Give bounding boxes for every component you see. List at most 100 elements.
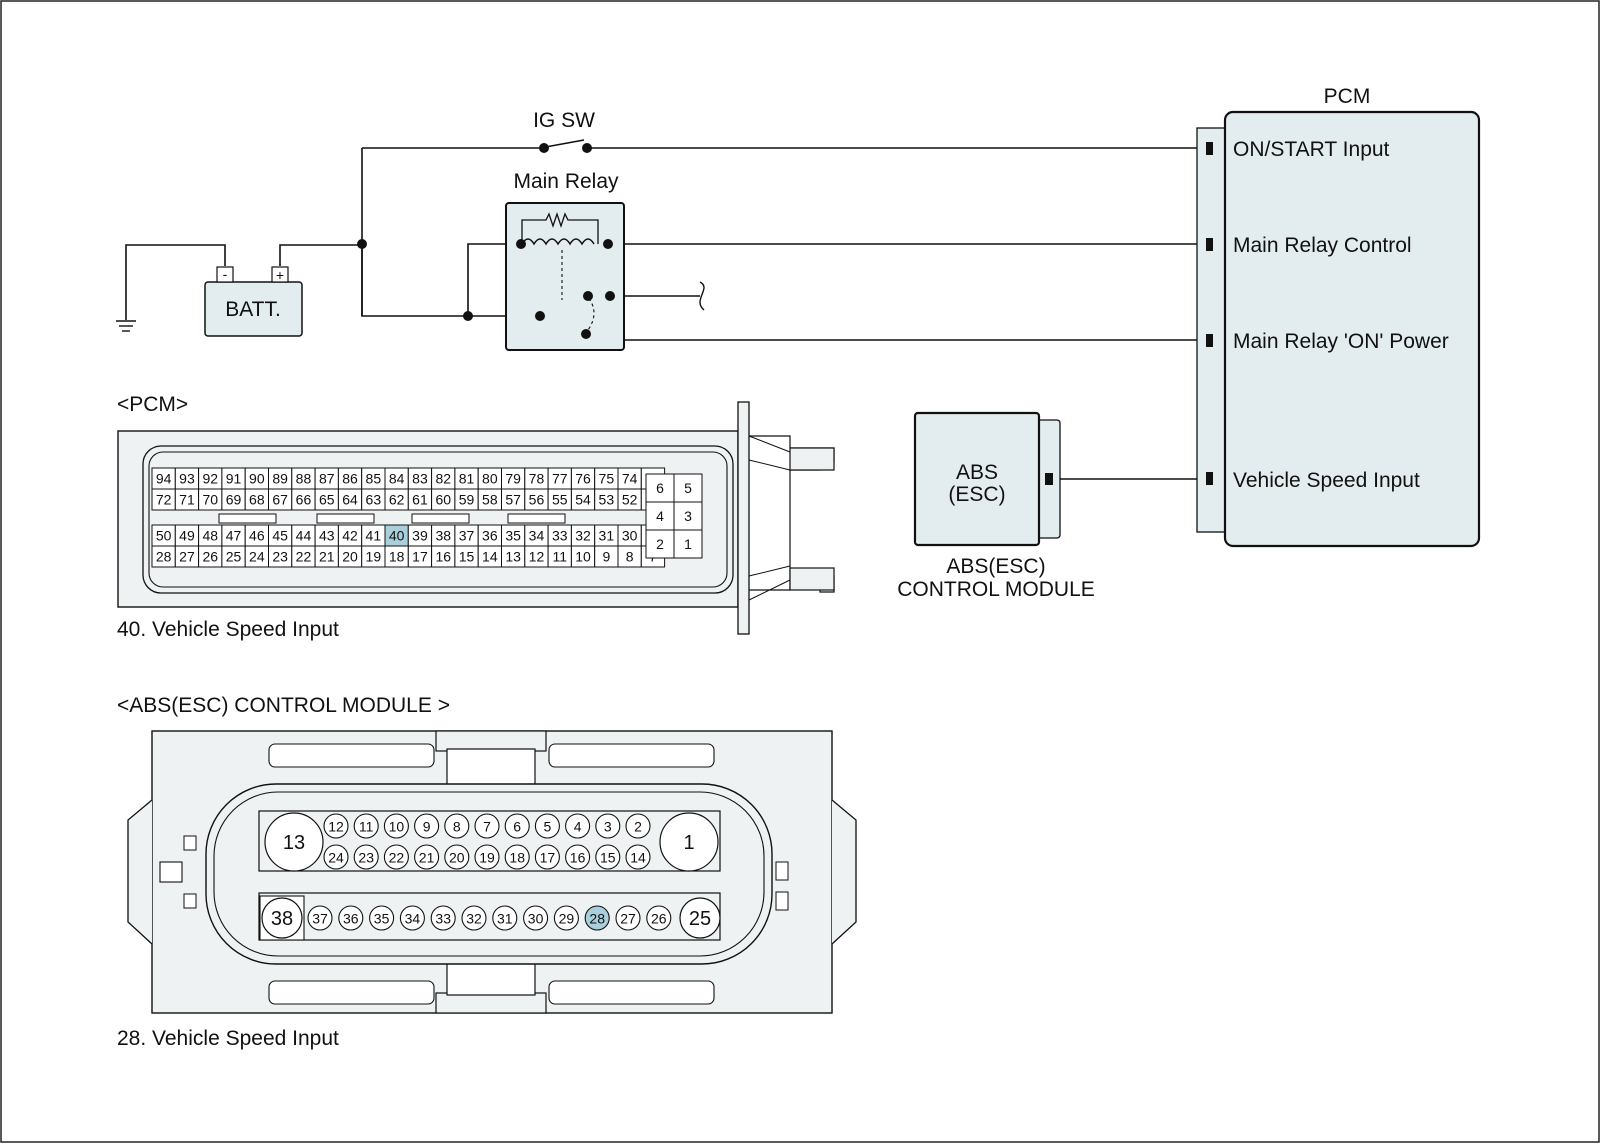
- pcm-pin-label: 56: [529, 492, 545, 508]
- pcm-pin-label: 34: [529, 528, 545, 544]
- abs-pin: [595, 813, 621, 839]
- pcm-pin-label: 39: [412, 528, 428, 544]
- pcm-pin-label: 57: [505, 492, 521, 508]
- junction-dots: [357, 143, 615, 339]
- abs-pin: [353, 813, 379, 839]
- pcm-pin-label: 22: [296, 549, 312, 565]
- pcm-pin-label: 50: [156, 528, 172, 544]
- pcm-pin-label: 76: [575, 471, 591, 487]
- abs-pin-label: 15: [600, 850, 616, 866]
- pcm-pin-label: 60: [435, 492, 451, 508]
- pcm-pin-label: 64: [342, 492, 358, 508]
- abs-pin-label: 8: [453, 819, 461, 835]
- abs-pin: [474, 813, 500, 839]
- pcm-pin-label: 93: [179, 471, 195, 487]
- abs-pin: [323, 813, 349, 839]
- pcm-pin-label: 16: [435, 549, 451, 565]
- abs-pin: [383, 844, 409, 870]
- abs-pin-big: [679, 897, 721, 939]
- pcm-aux-pin-cell: [673, 501, 703, 531]
- abs-pin: [430, 905, 456, 931]
- abs-pin-big-label: 38: [271, 908, 293, 930]
- battery-plus-label: +: [276, 267, 284, 283]
- abs-pin: [534, 844, 560, 870]
- ig-sw-label: IG SW: [533, 109, 595, 132]
- pcm-pin-label: 13: [505, 549, 521, 565]
- abs-pin-big-label: 25: [689, 908, 711, 930]
- pcm-pin-label: 89: [272, 471, 288, 487]
- pcm-pin-label: 68: [249, 492, 265, 508]
- pcm-pin-label: 58: [482, 492, 498, 508]
- pcm-pin-label: 47: [226, 528, 242, 544]
- abs-pin: [504, 844, 530, 870]
- pcm-pin-label: 48: [202, 528, 218, 544]
- abs-pin: [444, 844, 470, 870]
- battery: [204, 266, 303, 337]
- pcm-pin-label: 74: [622, 471, 638, 487]
- abs-module: [913, 411, 1061, 547]
- abs-pin-big-label: 13: [283, 832, 305, 854]
- abs-pin-label: 23: [358, 850, 374, 866]
- pcm-pin-label: 25: [226, 549, 242, 565]
- abs-pin: [338, 905, 364, 931]
- abs-pin-label: 35: [374, 911, 390, 927]
- pcm-aux-pin-label: 5: [684, 480, 692, 496]
- abs-pin: [414, 844, 440, 870]
- abs-pin: [534, 813, 560, 839]
- abs-pin-big-label: 1: [683, 832, 694, 854]
- abs-pin-label: 37: [312, 911, 328, 927]
- pcm-pin-label: 94: [156, 471, 172, 487]
- abs-pin-big: [264, 812, 324, 872]
- abs-caption-line2: CONTROL MODULE: [897, 578, 1095, 601]
- abs-pin-label: 2: [634, 819, 642, 835]
- abs-pin: [504, 813, 530, 839]
- pcm-pin-label: 18: [389, 549, 405, 565]
- wire-end-squiggle: [699, 281, 705, 311]
- pcm-pin-label: 15: [459, 549, 475, 565]
- pcm-pin-label: 37: [459, 528, 475, 544]
- abs-pin: [307, 905, 333, 931]
- pcm-pin-label: 27: [179, 549, 195, 565]
- pcm-pin-label: 75: [599, 471, 615, 487]
- abs-pin: [553, 905, 579, 931]
- pcm-pin-label: 12: [529, 549, 545, 565]
- pcm-pin-label: 43: [319, 528, 335, 544]
- pcm-connector-caption: 40. Vehicle Speed Input: [117, 618, 339, 641]
- abs-pin-big: [261, 897, 303, 939]
- abs-pin-label: 20: [449, 850, 465, 866]
- pcm-pin-label: 21: [319, 549, 335, 565]
- pcm-pin-label: 62: [389, 492, 405, 508]
- pcm-pin-label: 88: [296, 471, 312, 487]
- abs-pin-label: 24: [328, 850, 344, 866]
- pcm-pin-label: 71: [179, 492, 195, 508]
- pcm-pin-label: 66: [296, 492, 312, 508]
- abs-pin: [474, 844, 500, 870]
- pcm-pin-label: 38: [435, 528, 451, 544]
- abs-caption-line1: ABS(ESC): [946, 555, 1045, 578]
- pcm-input-on-start: ON/START Input: [1233, 138, 1390, 161]
- abs-pin-label: 5: [544, 819, 552, 835]
- main-relay: [505, 202, 625, 351]
- pcm-pin-label: 41: [366, 528, 382, 544]
- abs-pin-label: 4: [574, 819, 582, 835]
- pcm-pin-label: 61: [412, 492, 428, 508]
- pcm-pin-label: 36: [482, 528, 498, 544]
- abs-pin-label: 3: [604, 819, 612, 835]
- pcm-pin-label: 28: [156, 549, 172, 565]
- pcm-pin-label: 31: [599, 528, 615, 544]
- pcm-pin-label: 92: [202, 471, 218, 487]
- pcm-pin-label: 78: [529, 471, 545, 487]
- abs-pin-label: 31: [497, 911, 513, 927]
- pcm-pin-label: 8: [626, 549, 634, 565]
- pcm-pin-label: 30: [622, 528, 638, 544]
- abs-pin-label: 21: [419, 850, 435, 866]
- pcm-pin-label: 46: [249, 528, 265, 544]
- pcm-aux-pin-label: 2: [656, 536, 664, 552]
- pcm-pin-label: 44: [296, 528, 312, 544]
- pcm-pin-label: 79: [505, 471, 521, 487]
- main-relay-label: Main Relay: [513, 170, 619, 193]
- pcm-pin-label: 26: [202, 549, 218, 565]
